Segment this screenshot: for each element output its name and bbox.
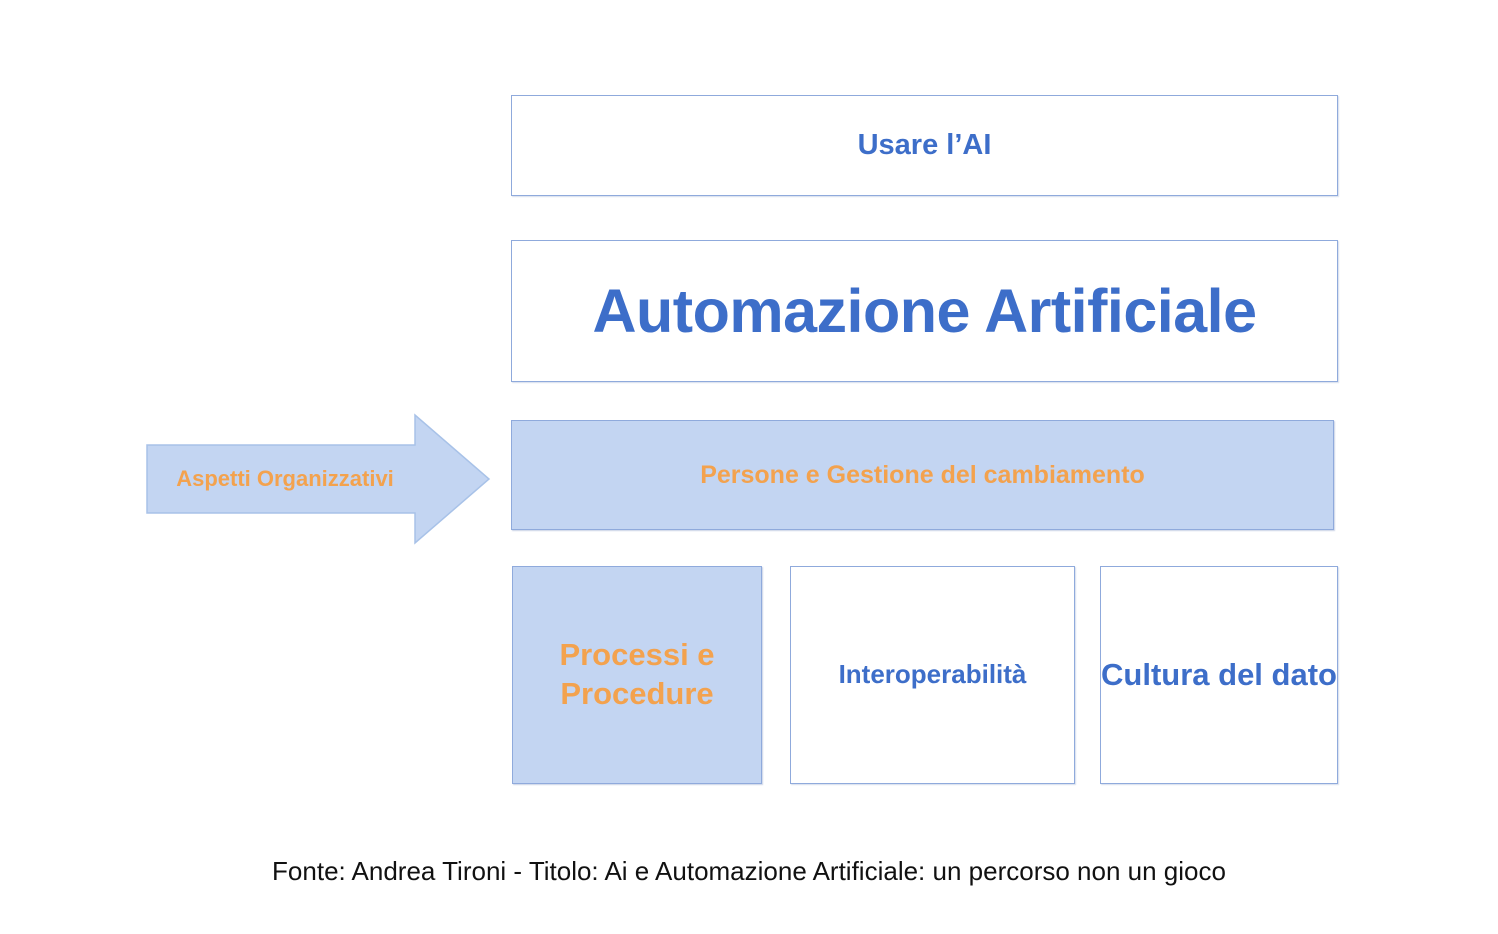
card-interoperabilita: Interoperabilità xyxy=(790,566,1075,784)
band-usare-ai: Usare l’AI xyxy=(511,95,1338,196)
source-caption: Fonte: Andrea Tironi - Titolo: Ai e Auto… xyxy=(272,856,1226,886)
band-automazione-artificiale: Automazione Artificiale xyxy=(511,240,1338,382)
band-persone-gestione-cambiamento-label: Persone e Gestione del cambiamento xyxy=(700,460,1145,489)
band-usare-ai-label: Usare l’AI xyxy=(857,128,992,161)
card-processi-e-procedure: Processi e Procedure xyxy=(512,566,762,784)
arrow-aspetti-organizzativi: Aspetti Organizzativi xyxy=(140,408,496,550)
arrow-aspetti-organizzativi-label: Aspetti Organizzativi xyxy=(176,466,394,491)
band-persone-gestione-cambiamento: Persone e Gestione del cambiamento xyxy=(511,420,1334,530)
card-cultura-del-dato: Cultura del dato xyxy=(1100,566,1338,784)
card-cultura-del-dato-label: Cultura del dato xyxy=(1101,656,1337,692)
card-processi-e-procedure-label: Processi e Procedure xyxy=(559,637,715,711)
band-automazione-artificiale-label: Automazione Artificiale xyxy=(592,276,1257,345)
card-interoperabilita-label: Interoperabilità xyxy=(838,659,1027,690)
right-arrow-icon xyxy=(146,413,491,545)
